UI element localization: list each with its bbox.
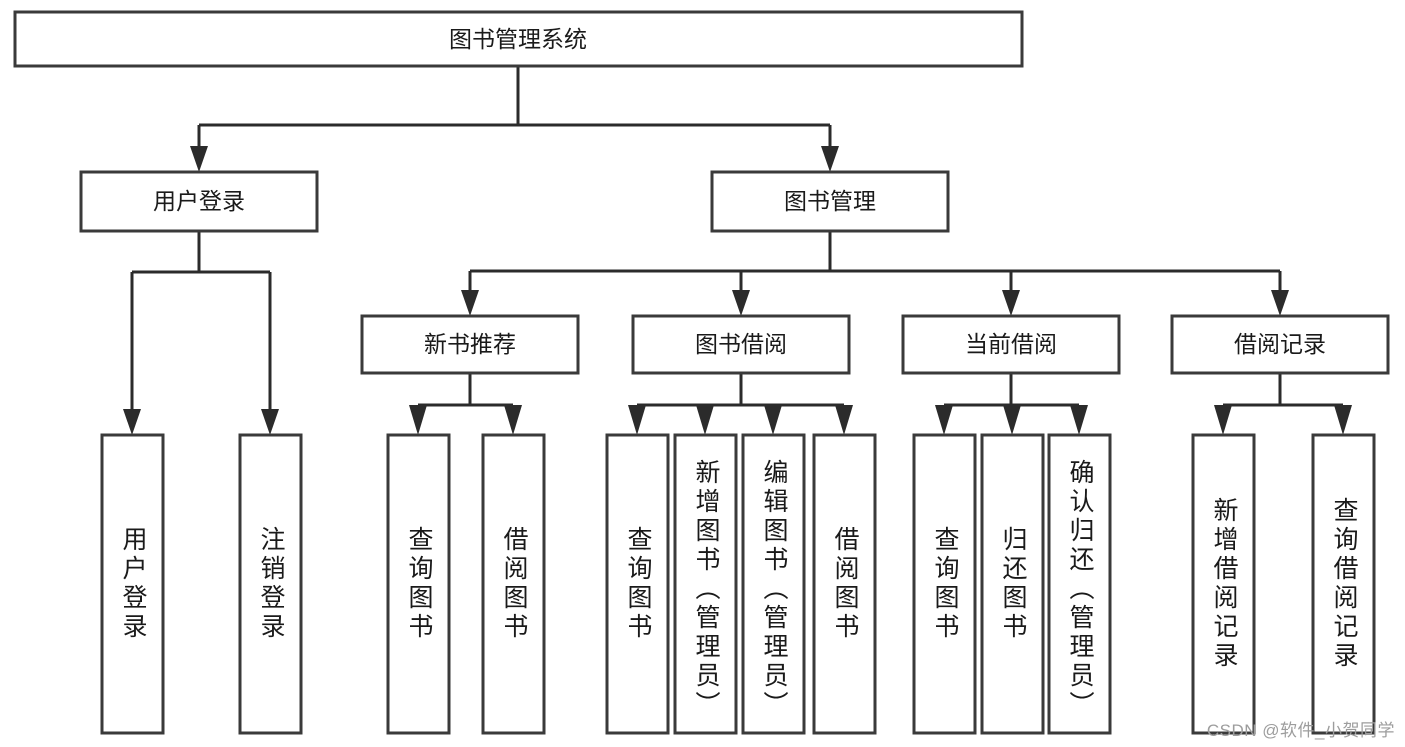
node-user-login-label: 用户登录 bbox=[153, 188, 245, 214]
node-borrow-record-label: 借阅记录 bbox=[1234, 331, 1326, 357]
leaf-user-login-logout-box[interactable] bbox=[238, 433, 303, 735]
leaf-user-login-logout[interactable] bbox=[238, 433, 303, 735]
leaf-current-confirm[interactable] bbox=[1047, 433, 1112, 735]
leaf-borrow-add[interactable] bbox=[673, 433, 738, 735]
arrow-head-borrow-leaf3 bbox=[764, 405, 782, 435]
connector-layer bbox=[123, 66, 1352, 435]
arrow-head-newbook-leaf2 bbox=[504, 405, 522, 435]
leaf-current-query[interactable] bbox=[912, 433, 977, 735]
arrow-head-record-leaf2 bbox=[1334, 405, 1352, 435]
arrow-head-current-leaf1 bbox=[935, 405, 953, 435]
node-new-book-recommend-box[interactable] bbox=[360, 314, 580, 375]
leaf-borrow-lend-box[interactable] bbox=[812, 433, 877, 735]
leaf-current-confirm-box[interactable] bbox=[1047, 433, 1112, 735]
node-current-borrow[interactable]: 当前借阅 bbox=[901, 314, 1121, 375]
leaf-current-return-box[interactable] bbox=[980, 433, 1045, 735]
leaf-borrow-lend[interactable] bbox=[812, 433, 877, 735]
leaf-borrow-query[interactable] bbox=[605, 433, 670, 735]
arrow-head-borrow-leaf4 bbox=[835, 405, 853, 435]
leaf-record-query[interactable] bbox=[1311, 433, 1376, 735]
node-current-borrow-box[interactable] bbox=[901, 314, 1121, 375]
leaf-borrow-add-box[interactable] bbox=[673, 433, 738, 735]
leaf-borrow-edit[interactable] bbox=[741, 433, 806, 735]
leaf-user-login-signin[interactable] bbox=[100, 433, 165, 735]
node-borrow-record[interactable]: 借阅记录 bbox=[1170, 314, 1390, 375]
leaf-newbook-borrow-box[interactable] bbox=[481, 433, 546, 735]
leaf-borrow-edit-box[interactable] bbox=[741, 433, 806, 735]
arrow-head-borrow-leaf2 bbox=[696, 405, 714, 435]
arrow-head-leaf-logout bbox=[261, 409, 279, 435]
arrow-head-current-leaf2 bbox=[1003, 405, 1021, 435]
node-new-book-recommend[interactable]: 新书推荐 bbox=[360, 314, 580, 375]
node-current-borrow-label: 当前借阅 bbox=[965, 331, 1057, 357]
node-user-login[interactable]: 用户登录 bbox=[79, 170, 319, 233]
node-new-book-recommend-label: 新书推荐 bbox=[424, 331, 516, 357]
arrow-head-borrow-record bbox=[1271, 290, 1289, 316]
arrow-head-user-login bbox=[190, 146, 208, 172]
arrow-head-book-mgmt bbox=[821, 146, 839, 172]
node-root[interactable]: 图书管理系统 bbox=[13, 10, 1024, 68]
leaf-newbook-query-box[interactable] bbox=[386, 433, 451, 735]
leaf-user-login-signin-box[interactable] bbox=[100, 433, 165, 735]
node-book-borrow-label: 图书借阅 bbox=[695, 331, 787, 357]
leaf-record-query-box[interactable] bbox=[1311, 433, 1376, 735]
leaf-borrow-query-box[interactable] bbox=[605, 433, 670, 735]
leaf-record-add-box[interactable] bbox=[1191, 433, 1256, 735]
node-root-label: 图书管理系统 bbox=[449, 26, 587, 52]
node-book-borrow-box[interactable] bbox=[631, 314, 851, 375]
leaf-newbook-query[interactable] bbox=[386, 433, 451, 735]
node-book-management[interactable]: 图书管理 bbox=[710, 170, 950, 233]
node-root-box[interactable] bbox=[13, 10, 1024, 68]
arrow-head-newbook-leaf1 bbox=[409, 405, 427, 435]
leaf-current-return[interactable] bbox=[980, 433, 1045, 735]
arrow-head-borrow-leaf1 bbox=[628, 405, 646, 435]
leaf-newbook-borrow[interactable] bbox=[481, 433, 546, 735]
arrow-head-book-borrow bbox=[732, 290, 750, 316]
node-user-login-box[interactable] bbox=[79, 170, 319, 233]
node-book-borrow[interactable]: 图书借阅 bbox=[631, 314, 851, 375]
arrow-head-current-borrow bbox=[1002, 290, 1020, 316]
node-borrow-record-box[interactable] bbox=[1170, 314, 1390, 375]
arrow-head-current-leaf3 bbox=[1070, 405, 1088, 435]
node-book-management-box[interactable] bbox=[710, 170, 950, 233]
leaf-current-query-box[interactable] bbox=[912, 433, 977, 735]
arrow-head-new-book bbox=[461, 290, 479, 316]
leaf-record-add[interactable] bbox=[1191, 433, 1256, 735]
arrow-head-record-leaf1 bbox=[1214, 405, 1232, 435]
node-book-management-label: 图书管理 bbox=[784, 188, 876, 214]
arrow-head-leaf-user-login bbox=[123, 409, 141, 435]
